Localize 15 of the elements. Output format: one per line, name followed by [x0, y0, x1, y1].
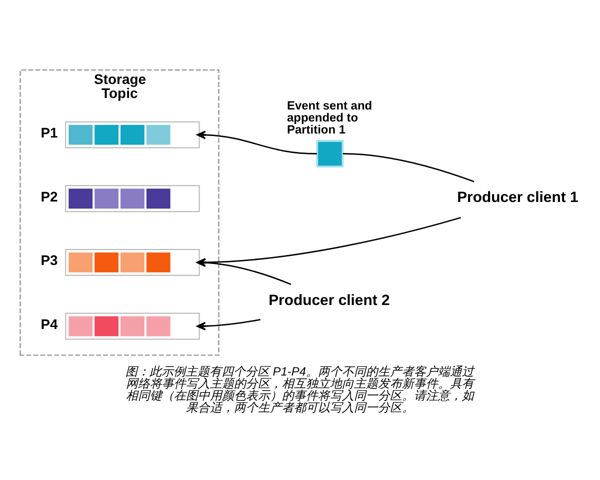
node-label: P4 — [40, 315, 58, 332]
node-label: P1 — [40, 124, 58, 140]
arrow — [196, 318, 260, 330]
node-box — [65, 120, 200, 148]
connector — [342, 152, 474, 182]
caption: 图：此示例主题有四个分区 P1-P4。两个不同的生产者客户端通过网络将事件写入主题的分区，相互独立地向主题发布新事件。具有相同键（在图中用颜色表示）的事件将写入同一分区。请注意，如果合适，两个生产者都可以写入同一分区。 — [125, 364, 474, 414]
node-text: Producer client 1 — [457, 188, 578, 206]
node-box — [65, 248, 200, 276]
node-box — [65, 184, 200, 212]
node-box — [65, 312, 200, 340]
arrow — [196, 130, 317, 154]
node-label: P3 — [40, 252, 58, 268]
node-label: P2 — [40, 188, 58, 204]
node-text: Producer client 2 — [268, 291, 390, 308]
node-label: Event sent and appended to Partition 1 — [287, 98, 372, 136]
